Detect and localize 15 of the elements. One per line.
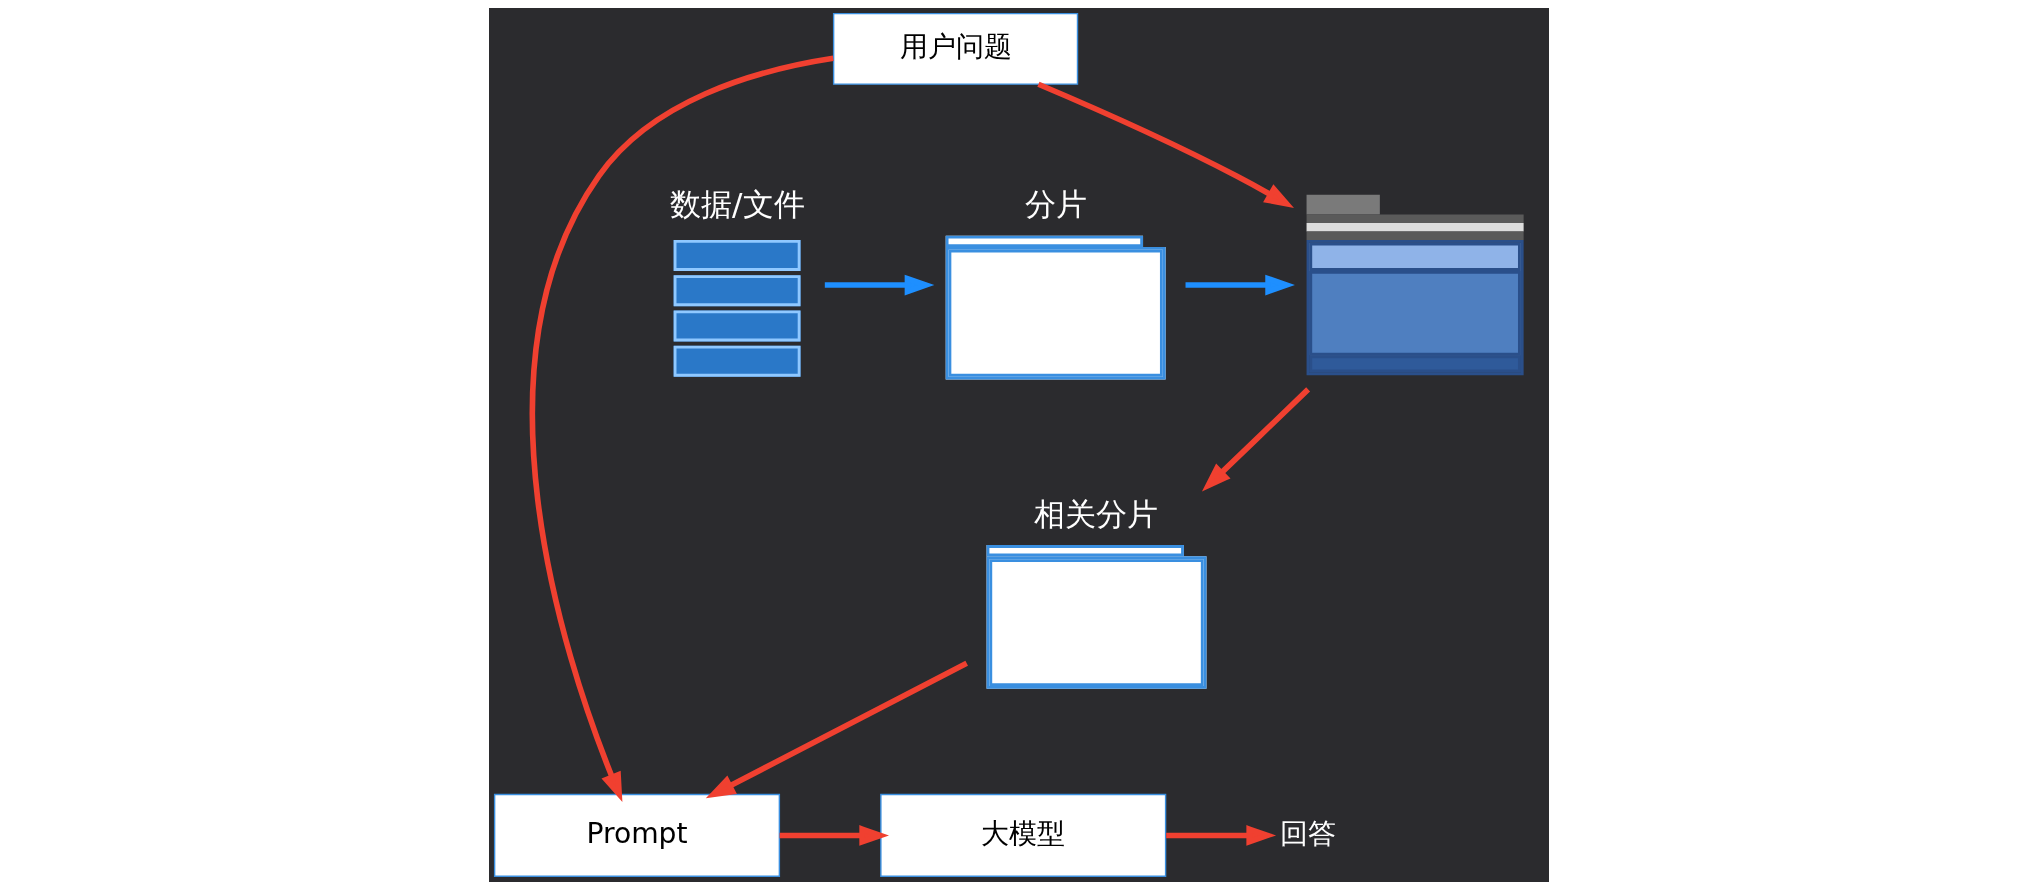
node-text: 回答 [1279,816,1336,850]
arrow [529,55,834,803]
node-box: 用户问题 [832,12,1078,85]
arrow [705,660,968,799]
arrow [779,825,889,846]
arrow [1201,387,1310,492]
node-box: 大模型 [879,793,1166,878]
node-label: 数据/文件 [669,186,805,223]
arrow [1185,274,1295,296]
arrow [824,274,934,296]
node-label: 分片 [1024,186,1087,223]
node-label: 相关分片 [1034,495,1159,532]
node-box: Prompt [493,793,780,878]
arrow [1165,825,1276,846]
arrow [1036,81,1294,208]
